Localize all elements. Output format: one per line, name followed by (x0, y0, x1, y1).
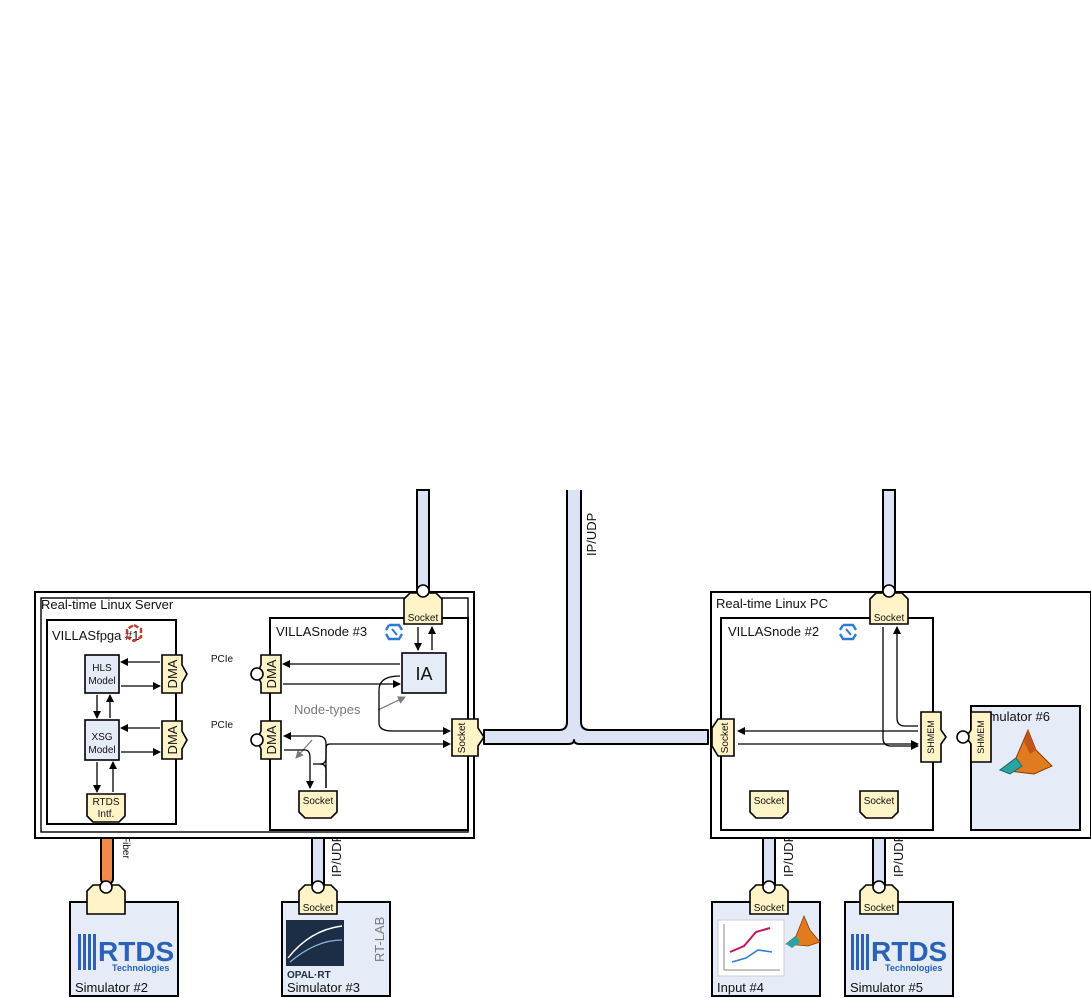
xsg-model-block (84, 719, 120, 761)
server-title: Real-time Linux Server (41, 597, 174, 612)
dma-block-node-1: DMA (250, 654, 282, 694)
sim2-title: Simulator #2 (75, 980, 148, 995)
ia-block (401, 652, 447, 694)
sim5-title: Simulator #5 (850, 980, 923, 995)
svg-text:DMA: DMA (264, 659, 279, 688)
ipudp-label-sim3: IP/UDP (329, 834, 344, 877)
socket-sim3-top: Socket (298, 880, 338, 915)
node-types-arrow-2 (295, 739, 313, 759)
node-types-label: Node-types (294, 702, 361, 717)
svg-text:Technologies: Technologies (112, 963, 169, 973)
pipe-central (483, 490, 709, 745)
svg-text:OPAL·RT: OPAL·RT (287, 970, 331, 981)
svg-text:Socket: Socket (457, 722, 468, 753)
pcie-label-1: PCIe (211, 654, 234, 665)
svg-text:SHMEM: SHMEM (926, 720, 936, 754)
villas-logo-icon-2 (838, 623, 858, 641)
shmem-block-sim6: SHMEM (956, 711, 992, 763)
svg-text:Socket: Socket (754, 796, 785, 807)
socket-pc-top: Socket (869, 584, 909, 625)
dma-block-fpga-1: DMA (161, 654, 188, 694)
socket-sim5-top: Socket (859, 880, 899, 915)
svg-text:RTDS: RTDS (98, 936, 174, 967)
node2-title: VILLASnode #2 (728, 624, 819, 639)
ipudp-label-central: IP/UDP (584, 513, 599, 556)
pc-arrows (737, 626, 919, 750)
svg-text:Socket: Socket (754, 903, 785, 914)
svg-text:RTDS: RTDS (871, 936, 947, 967)
rtds-interface-block: RTDS Intf. (86, 793, 126, 823)
villas-logo-icon (384, 623, 404, 641)
fpga-title: VILLASfpga #1 (52, 628, 139, 643)
socket-sim2-top (86, 880, 126, 915)
svg-text:Socket: Socket (303, 903, 334, 914)
hls-label-1: HLS (92, 663, 112, 674)
matlab-icon (998, 728, 1053, 775)
sim2-box (69, 901, 179, 997)
ia-label: IA (415, 664, 432, 684)
xsg-label-1: XSG (91, 732, 112, 743)
socket-pc-bottom-1: Socket (749, 790, 789, 819)
hls-label-2: Model (88, 676, 115, 687)
node3-title: VILLASnode #3 (276, 624, 367, 639)
svg-text:Socket: Socket (864, 903, 895, 914)
svg-text:DMA: DMA (264, 725, 279, 754)
svg-text:Intf.: Intf. (98, 809, 115, 820)
ipudp-label-sim5: IP/UDP (891, 834, 906, 877)
fpga-logo-icon (125, 623, 143, 643)
shmem-block-node: SHMEM (920, 711, 947, 763)
matlab-icon-small (784, 914, 821, 948)
sim3-title: Simulator #3 (287, 980, 360, 995)
rtds-logo-icon: RTDS Technologies (78, 934, 174, 973)
pc-title: Real-time Linux PC (716, 596, 828, 611)
pipe-server-top (416, 489, 430, 593)
svg-text:SHMEM: SHMEM (976, 720, 986, 754)
hls-model-block (84, 654, 120, 694)
svg-text:Socket: Socket (303, 796, 334, 807)
socket-server-right: Socket (451, 718, 485, 757)
sim6-title: Simulator #6 (977, 709, 1050, 724)
xsg-label-2: Model (88, 745, 115, 756)
dma-block-node-2: DMA (250, 720, 282, 760)
socket-server-top: Socket (403, 584, 443, 625)
svg-text:Socket: Socket (874, 613, 905, 624)
sim5-box (844, 901, 954, 997)
pipe-pc-top (882, 489, 896, 593)
fiber-label: Fiber (120, 836, 131, 859)
ipudp-label-input4: IP/UDP (781, 834, 796, 877)
svg-text:DMA: DMA (165, 725, 180, 754)
svg-text:Socket: Socket (720, 722, 731, 753)
svg-text:Socket: Socket (864, 796, 895, 807)
socket-input4-top: Socket (749, 880, 789, 915)
socket-node3-bottom: Socket (298, 790, 338, 819)
socket-pc-left: Socket (711, 718, 735, 757)
chart-icon (717, 919, 785, 977)
svg-text:RTDS: RTDS (92, 797, 119, 808)
svg-text:Technologies: Technologies (885, 963, 942, 973)
rtlab-label: RT-LAB (372, 917, 387, 962)
pcie-label-2: PCIe (211, 720, 234, 731)
server-arrows (93, 626, 451, 793)
svg-text:Socket: Socket (408, 613, 439, 624)
node-types-arrow-1 (377, 696, 406, 711)
svg-text:DMA: DMA (165, 659, 180, 688)
dma-block-fpga-2: DMA (161, 720, 188, 760)
rtds-logo-icon-2: RTDS Technologies (851, 934, 947, 973)
input4-title: Input #4 (717, 980, 764, 995)
socket-pc-bottom-2: Socket (859, 790, 899, 819)
opalrt-logo-icon: OPAL·RT (286, 920, 344, 981)
